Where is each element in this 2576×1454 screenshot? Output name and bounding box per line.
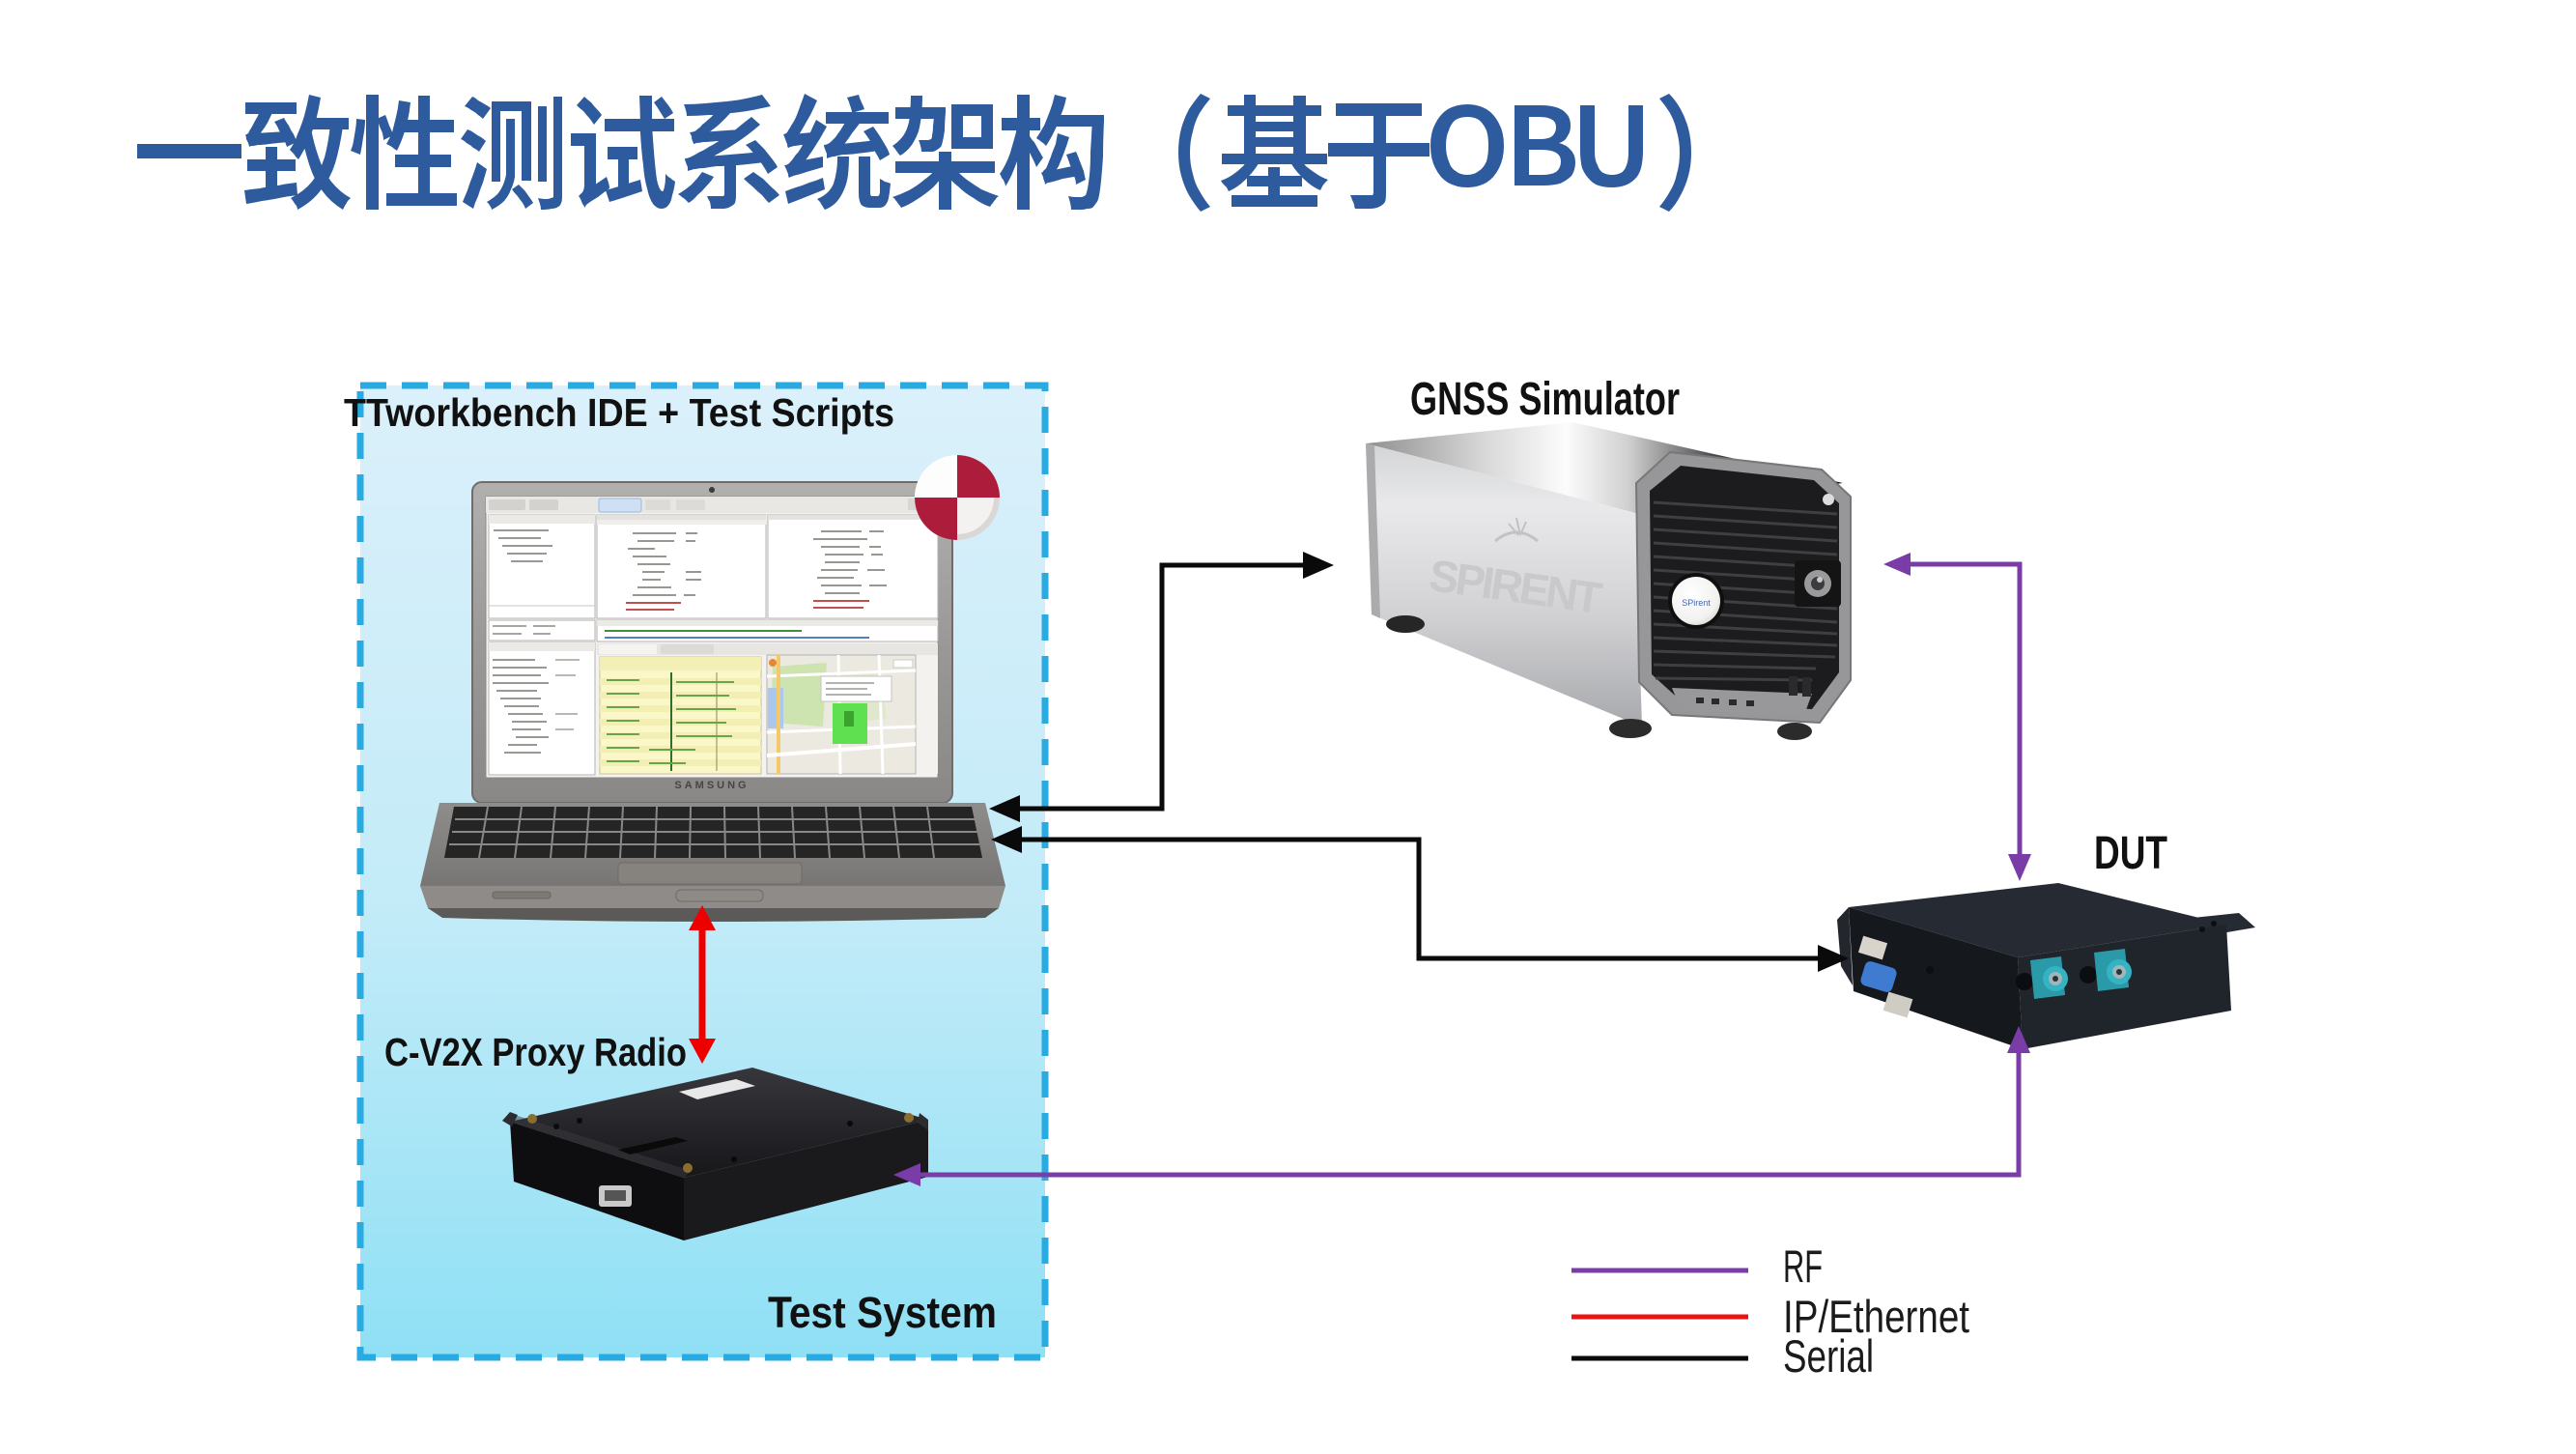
svg-text:SAMSUNG: SAMSUNG: [674, 780, 749, 791]
svg-text:GNSS Simulator: GNSS Simulator: [1410, 374, 1680, 425]
svg-text:Test System: Test System: [768, 1288, 997, 1337]
svg-text:C-V2X Proxy Radio: C-V2X Proxy Radio: [384, 1030, 687, 1074]
svg-text:DUT: DUT: [2094, 828, 2167, 879]
svg-text:TTworkbench IDE + Test Scripts: TTworkbench IDE + Test Scripts: [344, 390, 894, 435]
svg-text:Serial: Serial: [1783, 1330, 1874, 1382]
svg-text:IP/Ethernet: IP/Ethernet: [1783, 1291, 1969, 1342]
svg-text:SPirent: SPirent: [1682, 598, 1711, 608]
svg-text:RF: RF: [1783, 1240, 1823, 1292]
